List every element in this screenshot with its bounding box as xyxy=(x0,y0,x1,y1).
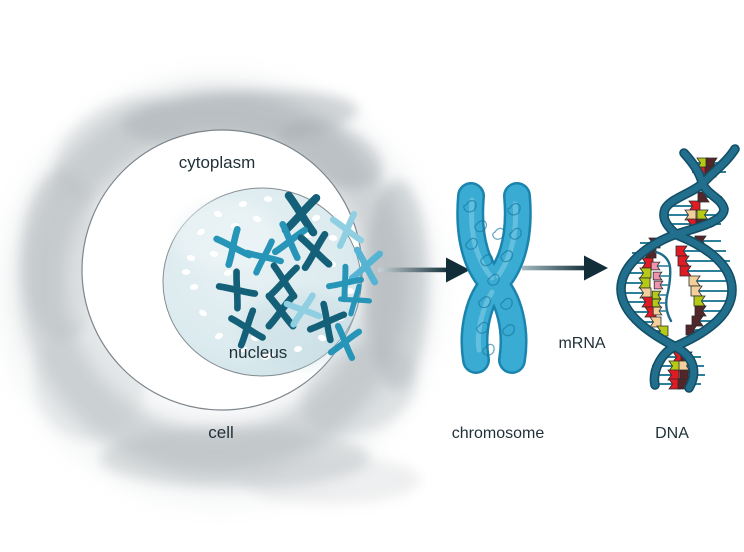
nucleus-speckle xyxy=(223,269,233,277)
base-flag-maroon xyxy=(691,315,704,327)
base-flag-peach xyxy=(649,316,662,328)
nucleus-speckle xyxy=(328,235,338,241)
nucleus-speckle xyxy=(186,254,196,262)
nucleus-speckle xyxy=(345,288,355,294)
nucleus-speckle xyxy=(317,334,327,342)
nucleus-speckle xyxy=(181,269,191,275)
nucleus-speckle xyxy=(213,210,223,218)
nucleus-speckles xyxy=(181,196,355,360)
nucleus-speckle xyxy=(293,346,303,352)
nucleus-speckle xyxy=(238,200,248,208)
dna-label: DNA xyxy=(655,425,689,442)
base-flag-red xyxy=(679,265,692,277)
chromosome-x-icon xyxy=(244,238,284,276)
arrow-nucleus-to-chromosome xyxy=(378,257,470,283)
base-flag-pink xyxy=(652,271,663,281)
base-flag-peach xyxy=(652,306,663,316)
nucleus-speckle xyxy=(199,309,207,317)
nucleus-speckle xyxy=(252,215,262,223)
chromosome-x-icon xyxy=(329,211,365,249)
nucleus-speckle xyxy=(311,214,321,222)
chromatin-texture xyxy=(463,199,522,356)
nucleus-speckle xyxy=(215,332,223,340)
chromosome-x-icon xyxy=(306,300,348,344)
chromosome-x-icon xyxy=(348,246,384,286)
chromosome-x-icon xyxy=(326,263,364,303)
chromosome-x-icon xyxy=(327,323,363,361)
nucleus-speckle xyxy=(197,228,205,236)
chromosome-x-icon xyxy=(337,283,373,317)
arrowhead-icon xyxy=(584,255,608,281)
nucleus-label: nucleus xyxy=(229,343,288,362)
cytoplasm-label: cytoplasm xyxy=(179,153,256,172)
nucleus-speckle xyxy=(263,196,273,202)
chromosome-x-icon xyxy=(281,191,321,237)
chromosome-illustration xyxy=(456,182,532,374)
nucleus-speckle xyxy=(209,251,219,257)
chromosome-label: chromosome xyxy=(452,425,545,442)
nucleus-chromosomes xyxy=(213,191,384,361)
mrna-strand xyxy=(650,250,673,323)
cell-label: cell xyxy=(208,423,234,442)
chromosome-x-icon xyxy=(283,292,323,328)
chromosome-x-icon xyxy=(297,230,333,272)
base-flag-pink xyxy=(653,280,664,290)
chromosome-x-icon xyxy=(271,220,309,262)
base-flag-pink xyxy=(650,261,661,271)
dna-illustration xyxy=(616,144,740,393)
chromosome-x-icon xyxy=(228,307,266,349)
nucleus-speckle xyxy=(260,354,270,360)
mrna-bases xyxy=(650,261,670,316)
arrowhead-icon xyxy=(446,257,470,283)
nucleus-speckle xyxy=(189,284,199,290)
chromosome-x-icon xyxy=(215,268,259,312)
arrow-chromosome-to-dna xyxy=(522,255,608,281)
mrna-label: mRNA xyxy=(558,335,605,352)
cell-watercolor-wash xyxy=(0,70,445,510)
dna-strands xyxy=(616,144,740,393)
